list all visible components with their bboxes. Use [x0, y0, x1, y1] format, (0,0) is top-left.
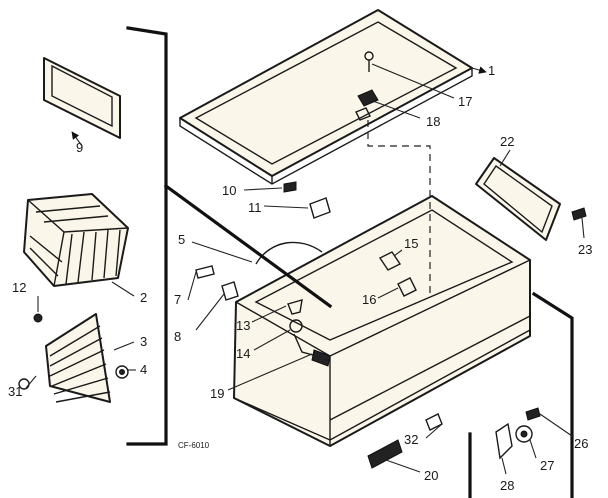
part-label-18: 18	[426, 114, 440, 129]
freezer-lid	[179, 9, 473, 185]
thermostat-knob	[515, 425, 533, 443]
hinge-mount	[397, 277, 417, 297]
hinge-spring	[378, 251, 402, 271]
screw-ten	[283, 181, 297, 193]
harness-lines	[126, 26, 574, 498]
freezer-cabinet	[233, 195, 531, 447]
part-label-16: 16	[362, 292, 376, 307]
part-label-27: 27	[540, 458, 554, 473]
small-plug	[33, 313, 43, 323]
part-label-10: 10	[222, 183, 236, 198]
access-plate	[475, 157, 561, 241]
part-label-8: 8	[174, 329, 181, 344]
plate-screw	[571, 207, 587, 221]
part-label-3: 3	[140, 334, 147, 349]
part-label-5: 5	[178, 232, 185, 247]
lid-screw	[364, 51, 374, 72]
lid-hinge-bracket	[355, 89, 379, 121]
part-label-17: 17	[458, 94, 472, 109]
spring-five	[255, 241, 323, 265]
divider-clip	[115, 365, 129, 379]
liner-panel	[43, 57, 121, 139]
part-label-13: 13	[236, 318, 250, 333]
part-label-28: 28	[500, 478, 514, 493]
part-label-22: 22	[500, 134, 514, 149]
bolt-seven	[195, 265, 215, 279]
latch	[425, 413, 443, 431]
divider-grille	[45, 313, 111, 403]
thermostat	[495, 422, 513, 460]
diagram-code: CF-6010	[178, 441, 210, 450]
part-label-7: 7	[174, 292, 181, 307]
part-label-9: 9	[76, 140, 83, 155]
part-label-20: 20	[424, 468, 438, 483]
drain-plug	[289, 319, 303, 333]
hinge-eleven	[309, 197, 331, 219]
part-label-15: 15	[404, 236, 418, 251]
part-label-31: 31	[8, 384, 22, 399]
part-label-12: 12	[12, 280, 26, 295]
wire-basket	[23, 193, 129, 287]
part-label-11: 11	[248, 200, 262, 215]
nut-eight	[221, 281, 239, 301]
part-labels: 1 17 18 9 10 11 5 7 8 2 12 3 4 31 13 14 …	[8, 63, 592, 493]
part-label-4: 4	[140, 362, 147, 377]
drain-cap	[287, 299, 303, 315]
cabinet-handle	[367, 439, 403, 469]
part-label-14: 14	[236, 346, 250, 361]
part-label-1: 1	[488, 63, 495, 78]
part-label-19: 19	[210, 386, 224, 401]
part-label-23: 23	[578, 242, 592, 257]
thermostat-screw	[525, 407, 541, 421]
part-label-32: 32	[404, 432, 418, 447]
leader-lines	[25, 63, 585, 475]
part-label-26: 26	[574, 436, 588, 451]
part-label-2: 2	[140, 290, 147, 305]
drain-tube	[293, 333, 331, 367]
